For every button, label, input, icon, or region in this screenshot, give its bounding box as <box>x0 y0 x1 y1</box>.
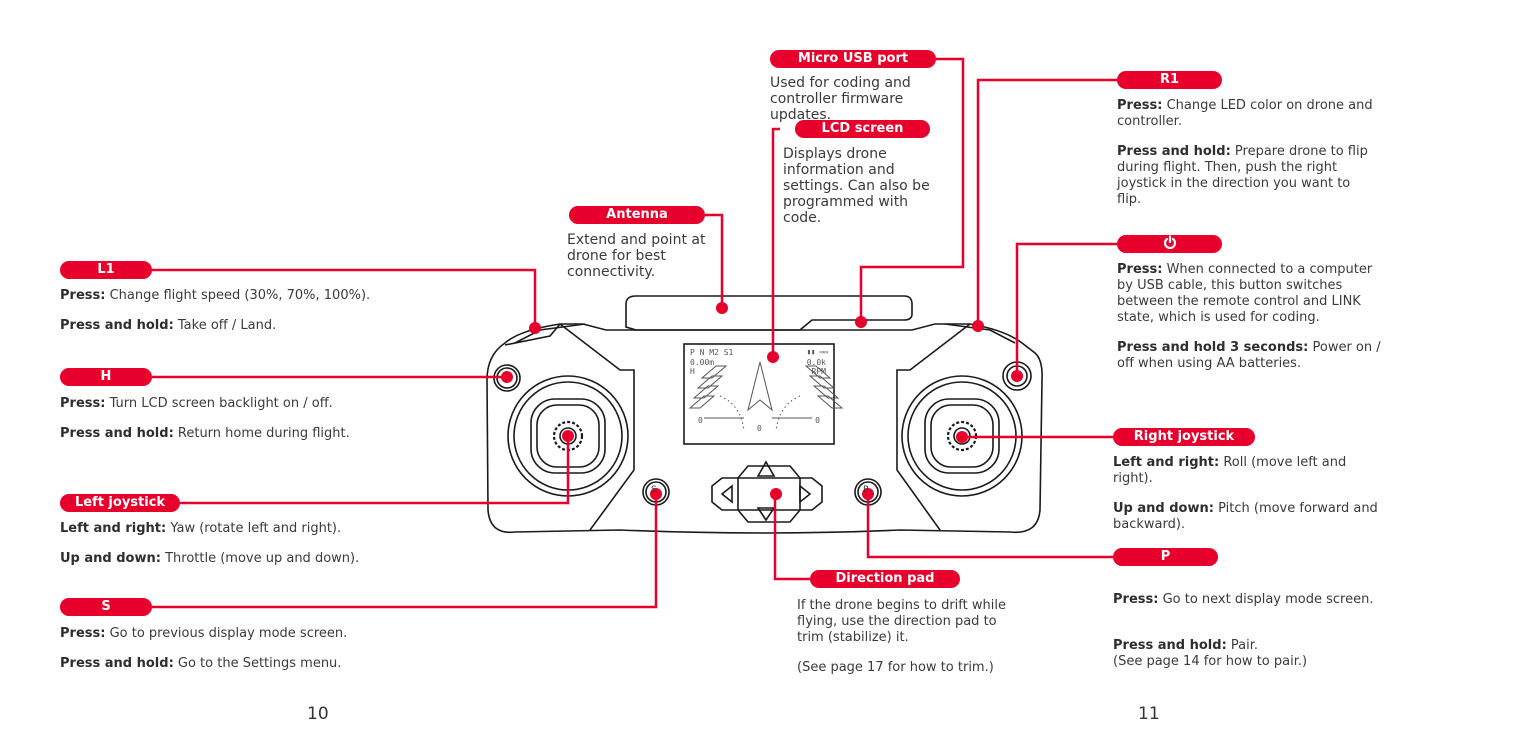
lcd-rpm-value: 0.0k <box>806 358 826 367</box>
page-number-left: 10 <box>307 704 329 724</box>
right-joystick-label: Right joystick <box>1113 428 1255 446</box>
lcd-mode: H <box>690 367 695 376</box>
l1-press-hold: Press and hold: Take off / Land. <box>60 318 277 333</box>
r1-label: R1 <box>1117 71 1222 89</box>
antenna-label: Antenna <box>569 206 705 224</box>
s-description: Press: Go to previous display mode scree… <box>60 626 460 672</box>
power-icon <box>1163 235 1176 250</box>
p-label: P <box>1113 548 1218 566</box>
dpad-down-icon <box>756 507 776 522</box>
dpad-up-icon <box>756 460 776 477</box>
h-press: Press: Turn LCD screen backlight on / of… <box>60 396 333 411</box>
left-joystick-label: Left joystick <box>60 494 180 512</box>
h-description: Press: Turn LCD screen backlight on / of… <box>60 396 440 442</box>
lcd-screen-description: Displays drone information and settings.… <box>783 146 930 226</box>
controller-outline <box>486 295 1043 534</box>
micro-usb-description: Used for coding and controller firmware … <box>770 75 911 123</box>
p-press: Press: Go to next display mode screen. <box>1113 592 1374 607</box>
lcd-rpm-unit: RPM <box>811 367 826 376</box>
dpad-right-icon <box>799 484 812 504</box>
l1-label: L1 <box>60 261 152 279</box>
lcd-screen-label: LCD screen <box>795 120 930 138</box>
s-button-label[interactable]: S <box>651 485 657 495</box>
lcd-altitude: 0.00m <box>690 358 715 367</box>
h-label: H <box>60 368 152 386</box>
power-press-hold: Press and hold 3 seconds: Power on / off… <box>1117 340 1381 371</box>
l1-press: Press: Change flight speed (30%, 70%, 10… <box>60 288 371 303</box>
lcd-center-value: 0 <box>757 424 762 433</box>
left-joystick-description: Left and right: Yaw (rotate left and rig… <box>60 521 460 567</box>
leader-lines <box>152 57 1117 609</box>
lcd-text: P N M2 S1 ▮▮ ▭▭ 0.00m H 0.0k RPM 0 0 0 <box>688 348 830 442</box>
left-joystick-ud: Up and down: Throttle (move up and down)… <box>60 551 360 566</box>
antenna-description: Extend and point at drone for best conne… <box>567 232 706 280</box>
lcd-screen <box>683 343 844 445</box>
page-number-right: 11 <box>1138 704 1160 724</box>
leader-dots <box>501 302 1023 500</box>
r1-press-hold: Press and hold: Prepare drone to flip du… <box>1117 144 1368 207</box>
controller-body <box>486 323 1043 534</box>
power-description: Press: When connected to a computer by U… <box>1117 262 1387 372</box>
p-button-label[interactable]: P <box>863 485 869 495</box>
dpad-note: (See page 17 for how to trim.) <box>797 660 994 675</box>
right-joystick-lr: Left and right: Roll (move left and righ… <box>1113 455 1347 486</box>
s-press-hold: Press and hold: Go to the Settings menu. <box>60 656 342 671</box>
l1-description: Press: Change flight speed (30%, 70%, 10… <box>60 288 440 334</box>
right-joystick-ud: Up and down: Pitch (move forward and bac… <box>1113 501 1378 532</box>
direction-pad-label: Direction pad <box>810 570 960 588</box>
micro-usb-label: Micro USB port <box>770 50 936 68</box>
s-press: Press: Go to previous display mode scree… <box>60 626 348 641</box>
lcd-right-value: 0 <box>815 416 820 425</box>
power-label <box>1117 235 1222 253</box>
power-press: Press: When connected to a computer by U… <box>1117 262 1373 325</box>
p-description: Press: Go to next display mode screen. P… <box>1113 576 1383 686</box>
dpad-outline <box>711 477 823 511</box>
lcd-left-value: 0 <box>698 416 703 425</box>
antenna-outline <box>625 295 913 331</box>
battery-icons: ▮▮ ▭▭ <box>806 348 828 356</box>
r1-description: Press: Change LED color on drone and con… <box>1117 98 1377 208</box>
dpad-text: If the drone begins to drift while flyin… <box>797 598 1006 645</box>
direction-pad-description: If the drone begins to drift while flyin… <box>797 598 1012 676</box>
left-joystick-lr: Left and right: Yaw (rotate left and rig… <box>60 521 342 536</box>
right-joystick-description: Left and right: Roll (move left and righ… <box>1113 455 1383 533</box>
h-press-hold: Press and hold: Return home during fligh… <box>60 426 350 441</box>
lcd-status-row: P N M2 S1 <box>690 348 734 357</box>
s-label: S <box>60 598 152 616</box>
p-press-hold: Press and hold: Pair. (See page 14 for h… <box>1113 638 1308 669</box>
dpad-left-icon <box>720 484 733 504</box>
r1-press: Press: Change LED color on drone and con… <box>1117 98 1373 129</box>
